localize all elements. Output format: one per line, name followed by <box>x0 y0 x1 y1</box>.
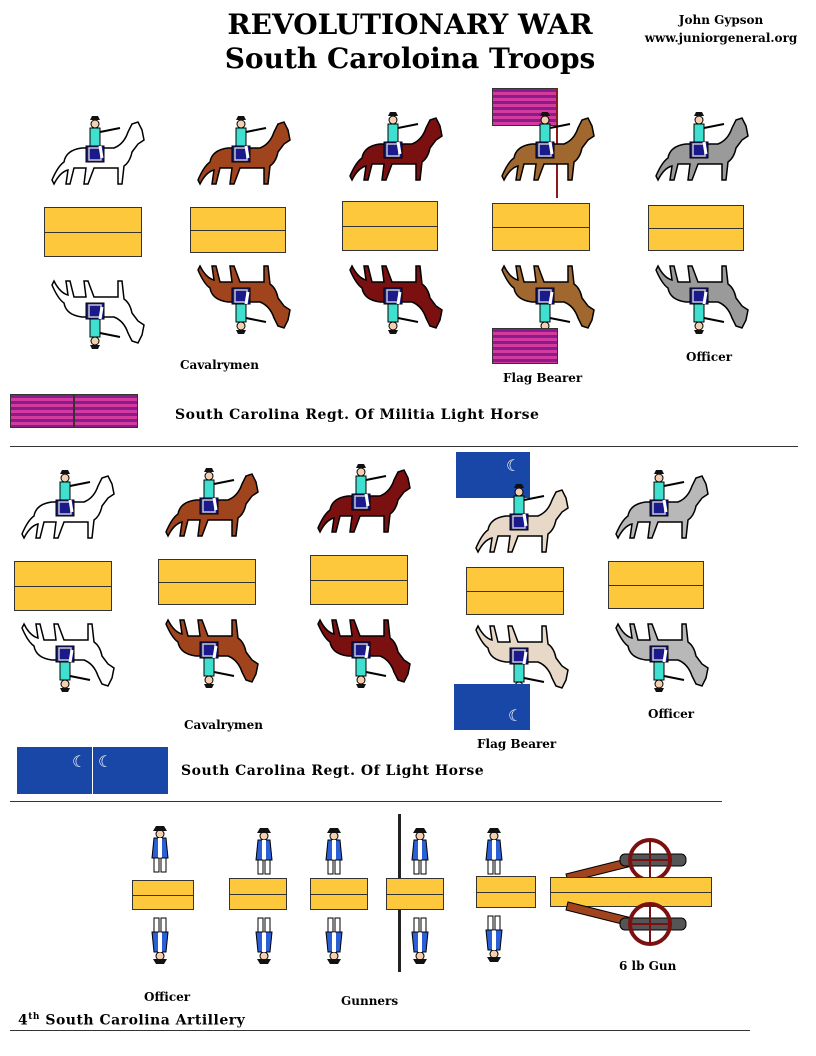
figure-base <box>229 878 287 910</box>
section-divider <box>10 1030 750 1031</box>
gunner-figure <box>485 827 503 875</box>
gunner-figure-mirror <box>325 917 343 965</box>
gunner-figure <box>325 827 343 875</box>
cavalryman-maroon-horse-mirror <box>316 618 412 690</box>
crescent-icon: ☾ <box>72 752 87 771</box>
cavalryman-brown-horse-mirror <box>196 264 292 336</box>
crescent-icon: ☾ <box>508 706 523 725</box>
figure-base <box>386 878 444 910</box>
page-title-line1: REVOLUTIONARY WAR <box>227 8 593 41</box>
figure-base <box>14 561 112 611</box>
figure-base <box>158 559 256 605</box>
figure-base <box>550 877 712 907</box>
officer-label: Officer <box>686 350 733 364</box>
cavalrymen-label: Cavalrymen <box>184 718 263 732</box>
figure-base <box>190 207 286 253</box>
light-horse-flag-sample <box>17 747 92 794</box>
regiment-name: South Carolina Regt. Of Militia Light Ho… <box>175 407 540 423</box>
flag-bearer-label: Flag Bearer <box>503 371 583 385</box>
author-credit: John Gypson <box>678 13 764 27</box>
light-horse-flag-bottom <box>454 684 530 730</box>
section-divider <box>10 446 798 447</box>
cavalryman-white-horse-mirror <box>50 279 146 351</box>
figure-base <box>44 207 142 257</box>
cavalryman-maroon-horse <box>316 462 412 534</box>
officer-label: Officer <box>144 990 191 1004</box>
figure-base <box>310 555 408 605</box>
flag-bearer-dappled-horse <box>474 482 570 554</box>
artillery-officer-mirror <box>151 917 169 965</box>
cannon-mirror <box>565 901 687 946</box>
light-horse-flag-sample <box>93 747 168 794</box>
officer-dappled-grey-horse <box>614 468 710 540</box>
cavalryman-white-horse-mirror <box>20 622 116 694</box>
flag-bearer-tan-horse-mirror <box>500 264 596 336</box>
figure-base <box>466 567 564 615</box>
flag-bearer-dappled-horse-mirror <box>474 624 570 696</box>
officer-grey-horse <box>654 110 750 182</box>
gunner-figure <box>411 827 429 875</box>
cavalryman-white-horse <box>20 468 116 540</box>
website-credit[interactable]: www.juniorgeneral.org <box>644 31 798 45</box>
section-divider <box>10 801 722 802</box>
figure-base <box>476 876 536 908</box>
cavalryman-brown-horse-mirror <box>164 618 260 690</box>
cavalrymen-label: Cavalrymen <box>180 358 259 372</box>
flag-pole <box>556 88 558 198</box>
figure-base <box>342 201 438 251</box>
militia-flag-sample <box>74 394 138 428</box>
gunner-figure <box>255 827 273 875</box>
officer-grey-horse-mirror <box>654 264 750 336</box>
cavalryman-maroon-horse <box>348 110 444 182</box>
figure-base <box>608 561 704 609</box>
cavalryman-brown-horse <box>164 466 260 538</box>
regiment-name: 4th South Carolina Artillery <box>18 1012 246 1029</box>
regiment-name: South Carolina Regt. Of Light Horse <box>181 763 485 779</box>
page-title-line2: South Caroloina Troops <box>224 42 596 75</box>
cavalryman-maroon-horse-mirror <box>348 264 444 336</box>
figure-base <box>648 205 744 251</box>
militia-flag-bottom <box>492 328 558 364</box>
militia-flag-sample <box>10 394 74 428</box>
officer-label: Officer <box>648 707 695 721</box>
gunner-figure-mirror <box>411 917 429 965</box>
gunner-figure-mirror <box>255 917 273 965</box>
figure-base <box>492 203 590 251</box>
artillery-officer <box>151 825 169 873</box>
gunner-figure-mirror <box>485 915 503 963</box>
cavalryman-white-horse <box>50 114 146 186</box>
figure-base <box>310 878 368 910</box>
officer-dappled-grey-horse-mirror <box>614 622 710 694</box>
crescent-icon: ☾ <box>98 752 113 771</box>
gunners-label: Gunners <box>341 994 399 1008</box>
crescent-icon: ☾ <box>506 456 521 475</box>
flag-bearer-label: Flag Bearer <box>477 737 557 751</box>
figure-base <box>132 880 194 910</box>
cavalryman-brown-horse <box>196 114 292 186</box>
flag-bearer-tan-horse <box>500 110 596 182</box>
gun-label: 6 lb Gun <box>619 959 677 973</box>
